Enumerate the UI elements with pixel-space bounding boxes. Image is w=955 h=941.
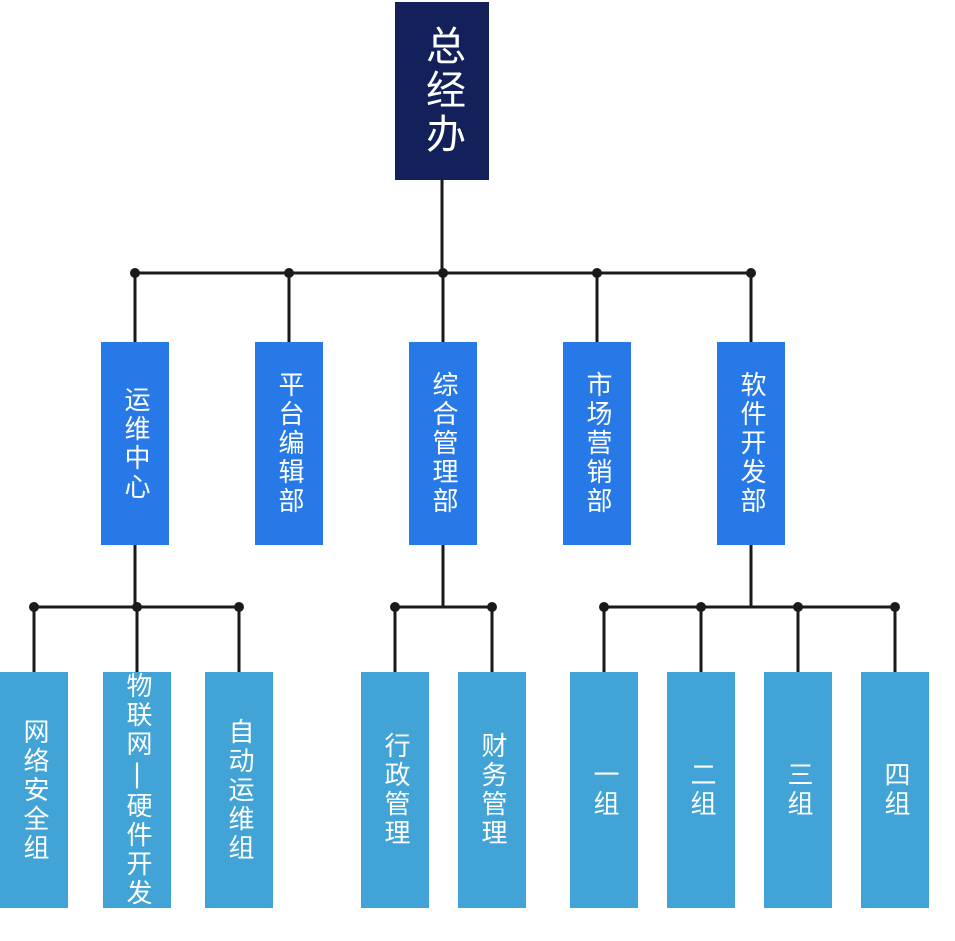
node-platform-editorial: 平台编辑部 [255,342,323,545]
node-marketing: 市场营销部 [563,342,631,545]
node-network-security-team: 网络安全组 [0,672,68,908]
junction-dot-29 [599,602,609,612]
node-automated-ops-team: 自动运维组 [205,672,273,908]
junction-dot-19 [234,602,244,612]
junction-dot-7 [438,268,448,278]
junction-dot-9 [592,268,602,278]
node-administration-team: 行政管理 [361,672,429,908]
node-software-development: 软件开发部 [717,342,785,545]
node-label: 自动运维组 [224,717,254,863]
node-label: 财务管理 [477,732,507,848]
junction-dot-3 [130,268,140,278]
junction-dot-25 [487,602,497,612]
node-operations-center: 运维中心 [101,342,169,545]
junction-dot-5 [284,268,294,278]
node-label: 市场营销部 [582,371,612,516]
node-software-team-1: 一组 [570,672,638,908]
node-label: 网络安全组 [19,717,49,863]
node-iot-hardware-team: 物联网|硬件开发 [103,672,171,908]
node-software-team-4: 四组 [861,672,929,908]
junction-dot-31 [696,602,706,612]
node-label: 行政管理 [380,732,410,848]
junction-dot-15 [29,602,39,612]
node-label: 综合管理部 [428,371,458,516]
node-software-team-2: 二组 [667,672,735,908]
node-general-office: 总经办 [395,2,489,180]
node-label: 三组 [783,761,813,819]
node-general-management: 综合管理部 [409,342,477,545]
junction-dot-11 [746,268,756,278]
node-label: 平台编辑部 [274,371,304,516]
node-label: 运维中心 [120,385,150,502]
node-label: 四组 [880,761,910,819]
junction-dot-33 [793,602,803,612]
node-label: 物联网|硬件开发 [122,672,152,908]
node-software-team-3: 三组 [764,672,832,908]
node-finance-team: 财务管理 [458,672,526,908]
node-label: 总经办 [419,25,465,157]
node-label: 软件开发部 [736,371,766,516]
node-label: 二组 [686,761,716,819]
junction-dot-23 [390,602,400,612]
junction-dot-17 [132,602,142,612]
junction-dot-35 [890,602,900,612]
node-label: 一组 [589,761,619,819]
